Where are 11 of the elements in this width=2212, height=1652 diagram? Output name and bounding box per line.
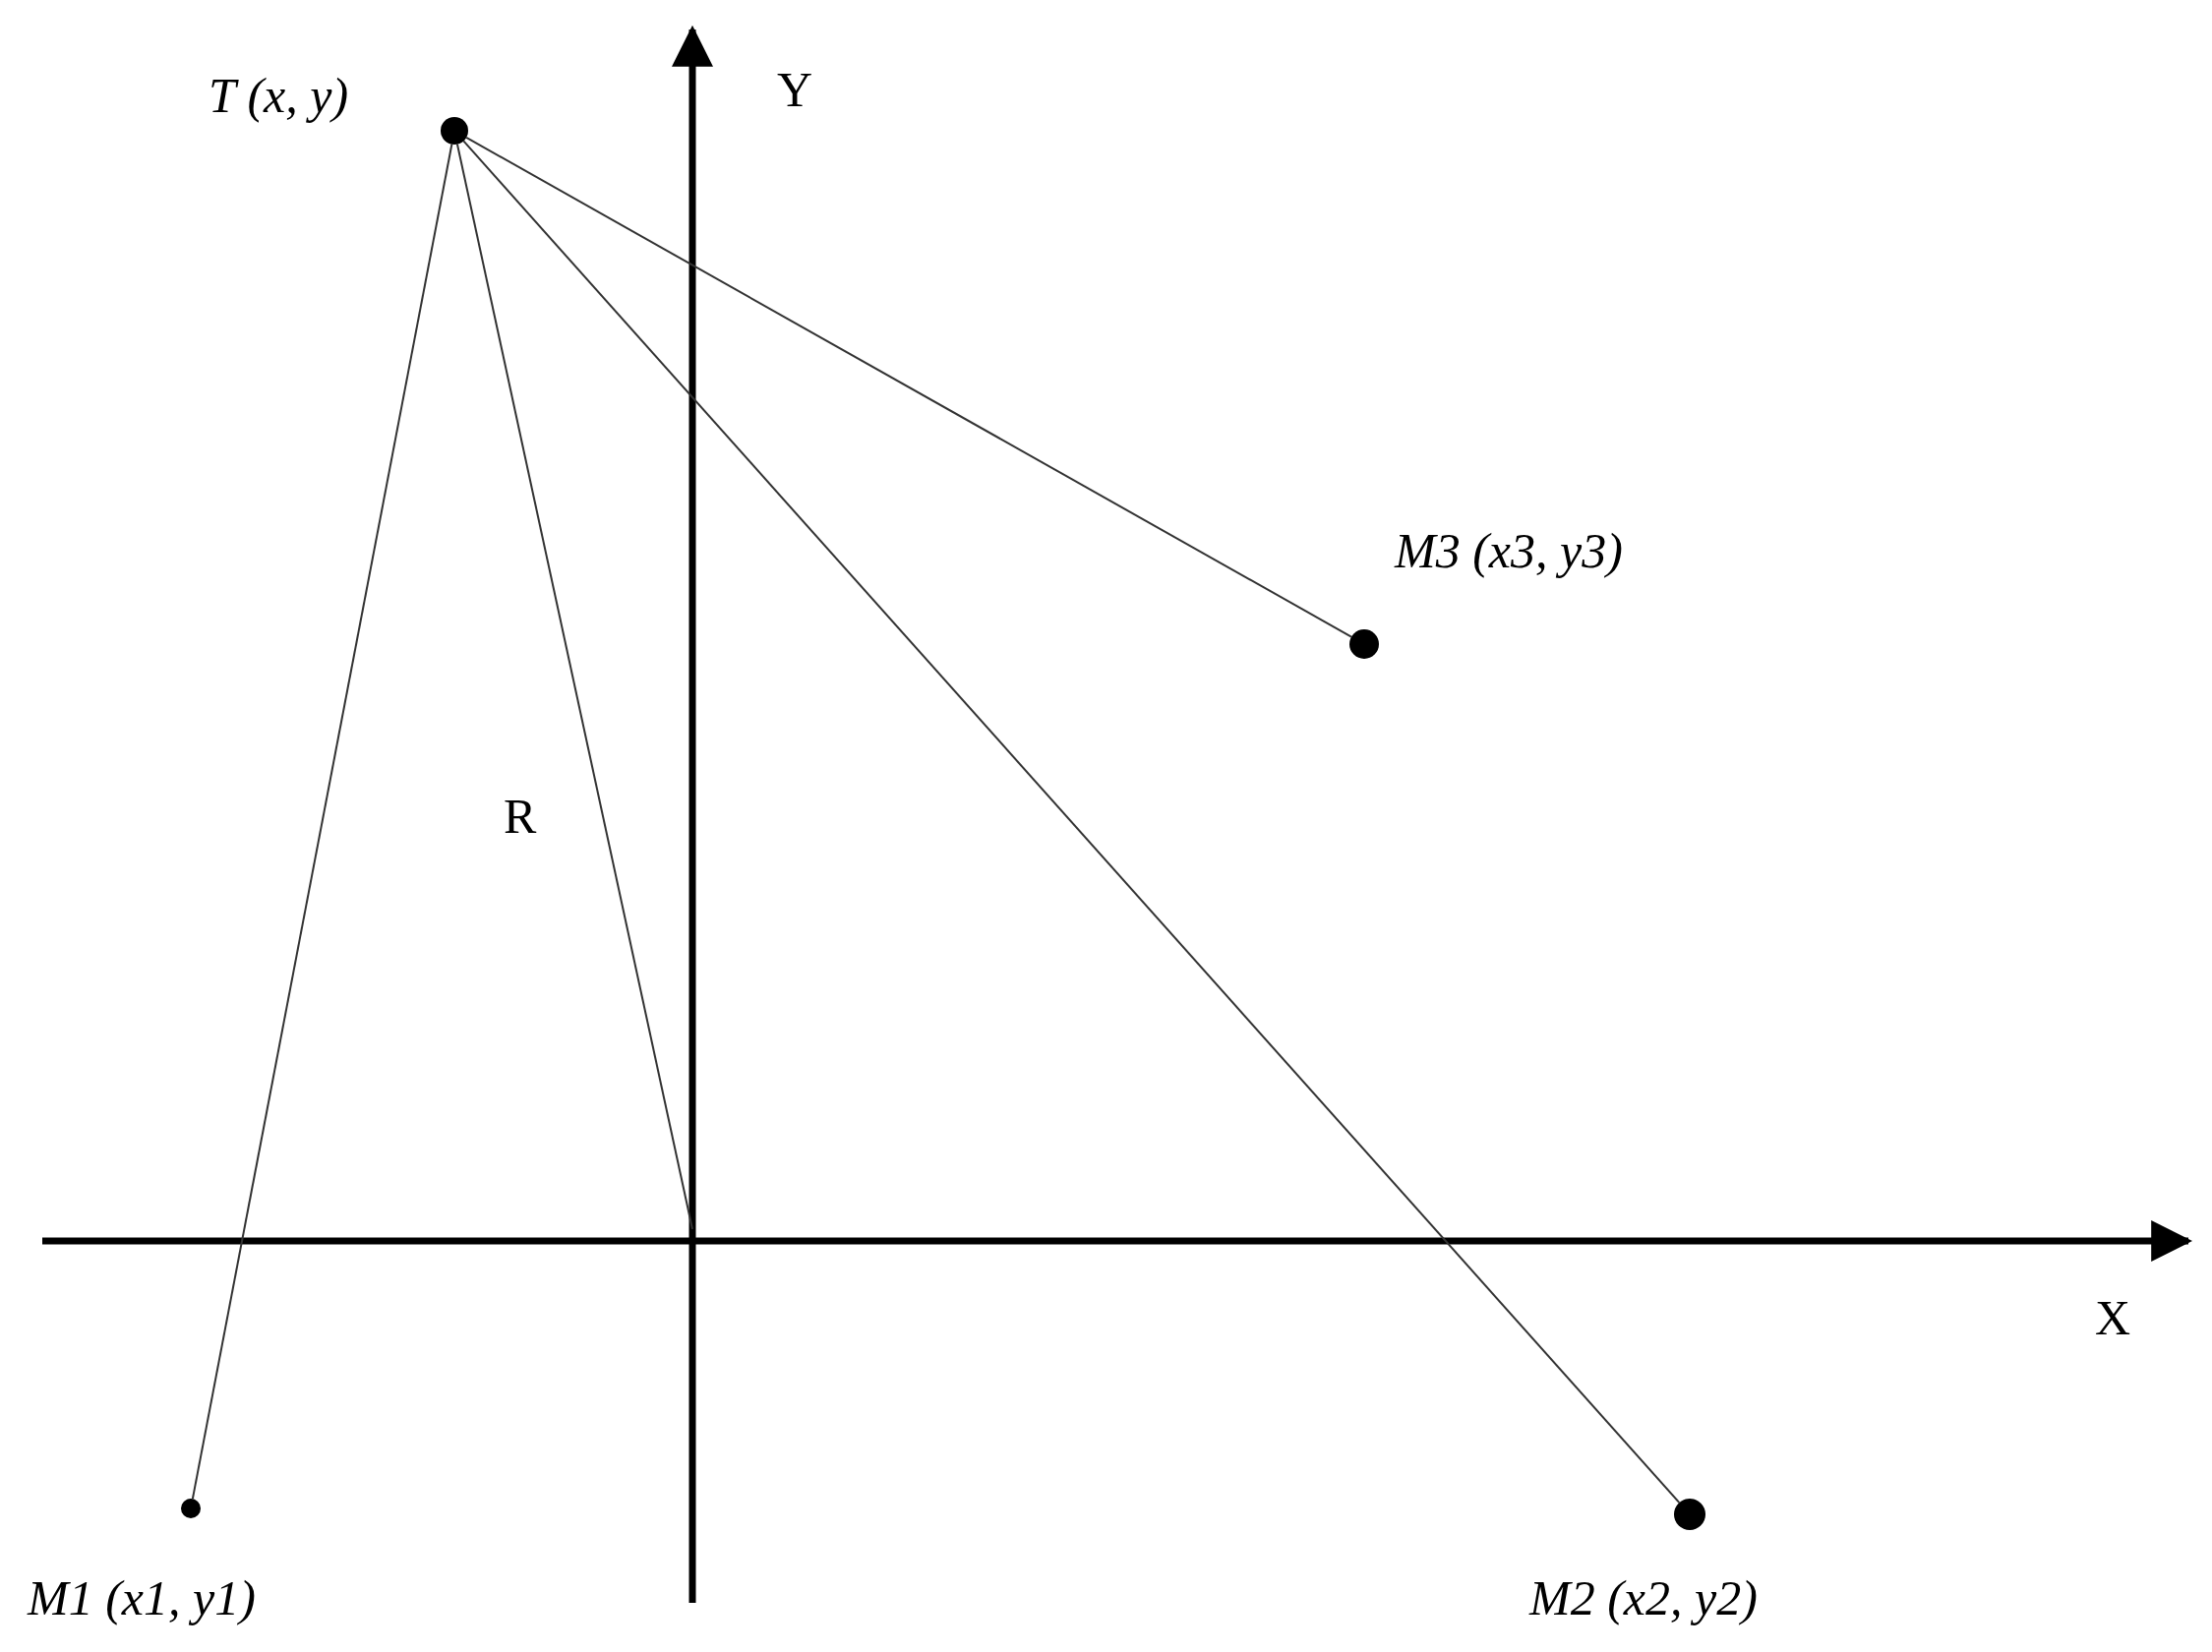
edge-label: R: [504, 792, 537, 841]
connecting-line: [191, 143, 453, 1501]
point-dot: [181, 1499, 201, 1518]
axis-label: X: [2095, 1293, 2131, 1342]
axis-label: Y: [777, 65, 813, 114]
connecting-line: [465, 136, 1352, 638]
connecting-line: [455, 143, 693, 1230]
connecting-line: [462, 140, 1681, 1504]
point-dot: [1674, 1499, 1705, 1530]
point-dot: [1349, 629, 1379, 659]
point-dot: [441, 117, 468, 145]
